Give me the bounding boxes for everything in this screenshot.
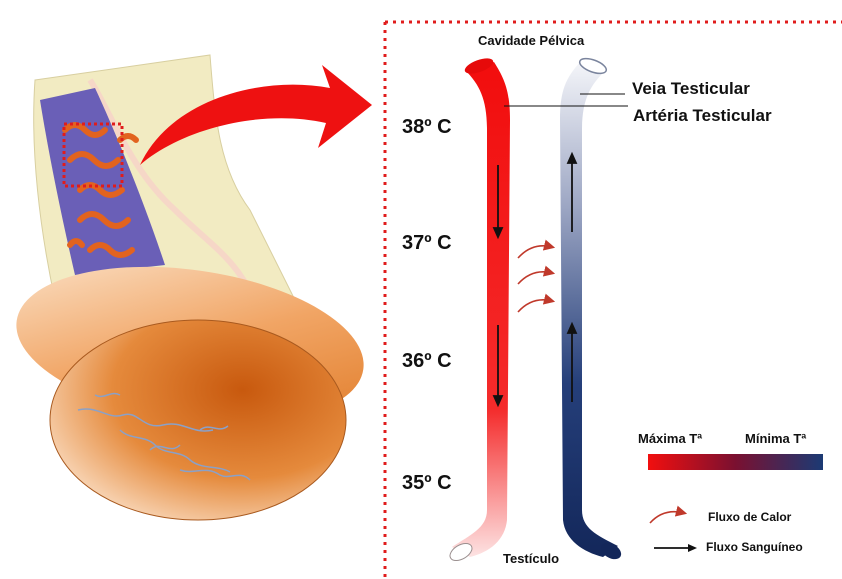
legend-blood-arrow-icon <box>688 544 697 552</box>
heat-flow-arrow <box>518 272 552 284</box>
pelvic-cavity-label: Cavidade Pélvica <box>478 33 584 48</box>
heat-flow-arrow <box>518 246 552 258</box>
artery-label: Artéria Testicular <box>633 106 772 126</box>
heat-flow-arrow <box>518 300 552 312</box>
temperature-label: 38º C <box>402 116 452 139</box>
temperature-scale-bar <box>648 454 823 470</box>
testicle-label: Testículo <box>503 551 559 566</box>
temperature-label: 36º C <box>402 350 452 373</box>
temperature-label: 37º C <box>402 232 452 255</box>
legend-blood-flow-label: Fluxo Sanguíneo <box>706 540 803 554</box>
legend-heat-arrow-icon <box>650 512 684 523</box>
temperature-label: 35º C <box>402 472 452 495</box>
testis-body <box>50 320 346 520</box>
testicular-artery <box>447 55 510 564</box>
legend-heat-flow-label: Fluxo de Calor <box>708 510 791 524</box>
vein-label: Veia Testicular <box>632 79 750 99</box>
testicular-vein <box>560 56 624 563</box>
legend-max-temp-label: Máxima Tª <box>638 431 702 446</box>
legend-min-temp-label: Mínima Tª <box>745 431 806 446</box>
